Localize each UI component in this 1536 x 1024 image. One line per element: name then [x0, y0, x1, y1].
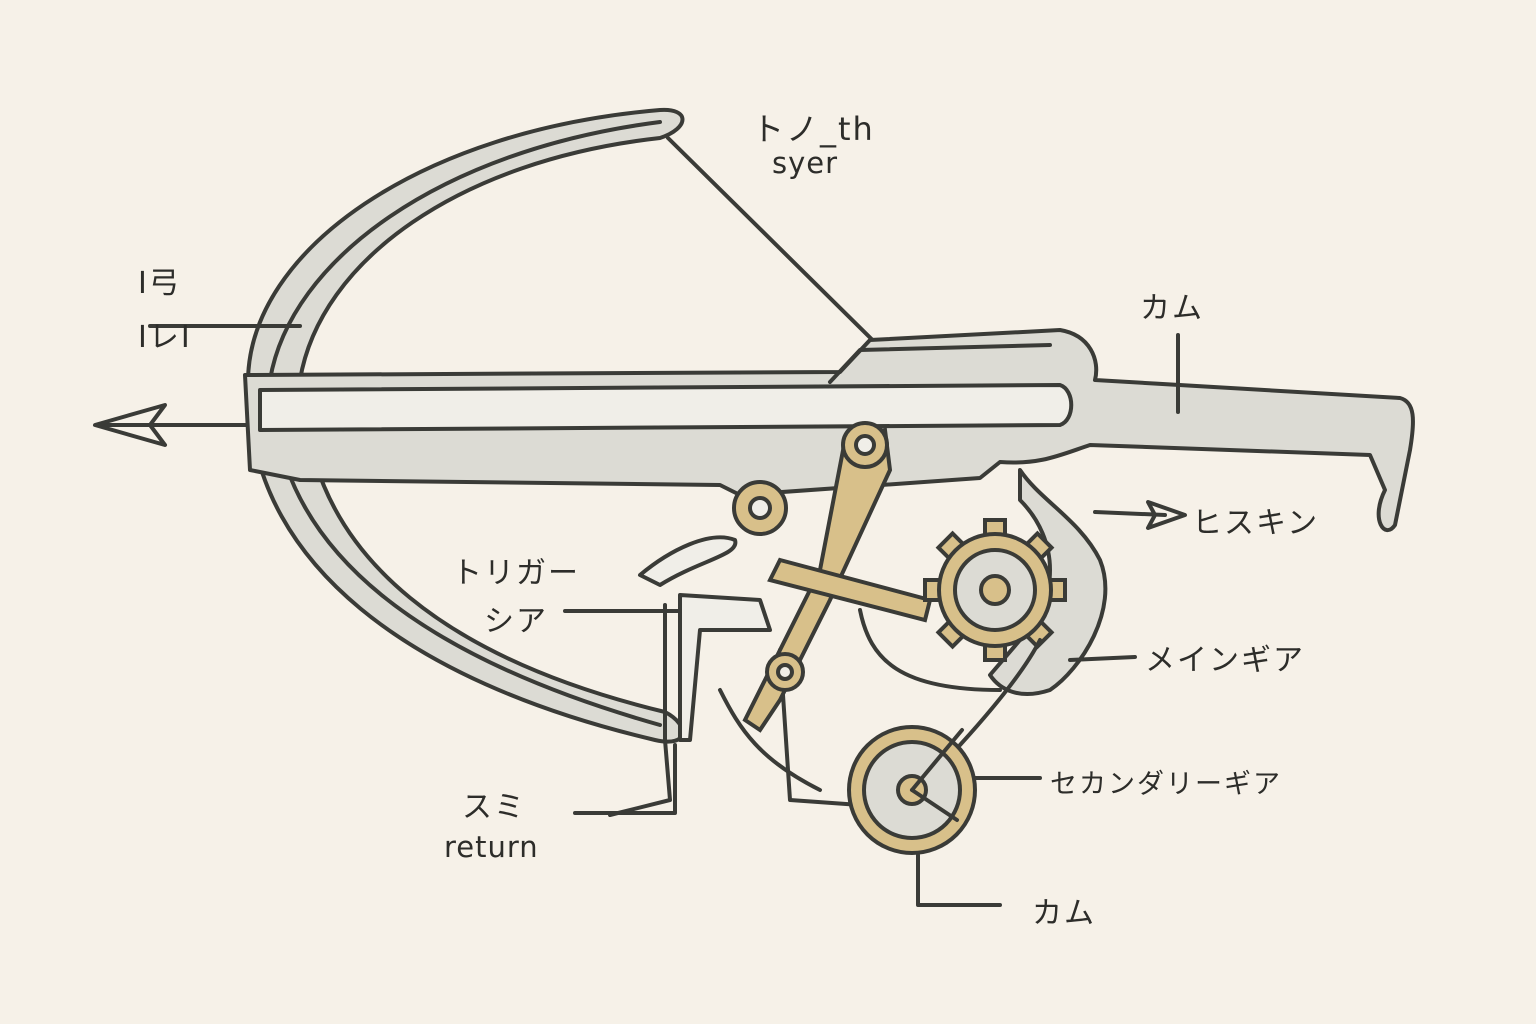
trigger-lever	[638, 535, 738, 587]
trigger-label: トリガー	[452, 556, 580, 591]
spring-sub-label: return	[444, 830, 539, 864]
leader-spring	[573, 743, 677, 815]
bow-label: I弓	[138, 266, 181, 301]
crossbow-rail	[243, 328, 1415, 533]
string-label: トノ_th	[752, 110, 875, 148]
main-gear-label: メインギア	[1145, 643, 1305, 678]
string-sub-label: syer	[772, 146, 839, 180]
return-spring	[718, 688, 822, 792]
leader-cam-bottom	[916, 853, 1002, 907]
latch-cover	[828, 343, 1052, 384]
upper-bow-limb	[246, 107, 685, 382]
spring-leader-frame	[608, 603, 672, 817]
secondary-gear	[847, 725, 977, 855]
secondary-gear-label: セカンダリーギア	[1050, 769, 1282, 800]
brass-connector	[767, 557, 933, 623]
upper-limb-inner-line	[268, 120, 662, 382]
cam-bottom-label: カム	[1032, 896, 1096, 931]
leader-main-gear	[1068, 655, 1137, 662]
cam-top-label: カム	[1140, 291, 1204, 326]
stock-arrow-head	[1146, 500, 1187, 530]
gear-link	[958, 638, 1042, 747]
rail-groove	[258, 383, 1074, 432]
spring-label: スミ	[462, 790, 526, 825]
stock-label: ヒスキン	[1192, 506, 1320, 541]
arrow-head	[93, 403, 167, 447]
linkage-rod	[778, 648, 862, 807]
sear-label: シア	[484, 604, 548, 639]
cam-link	[858, 608, 1002, 692]
main-gear	[923, 518, 1067, 662]
bow-sub-label: IレI	[138, 320, 192, 355]
sear-plate	[678, 593, 772, 742]
